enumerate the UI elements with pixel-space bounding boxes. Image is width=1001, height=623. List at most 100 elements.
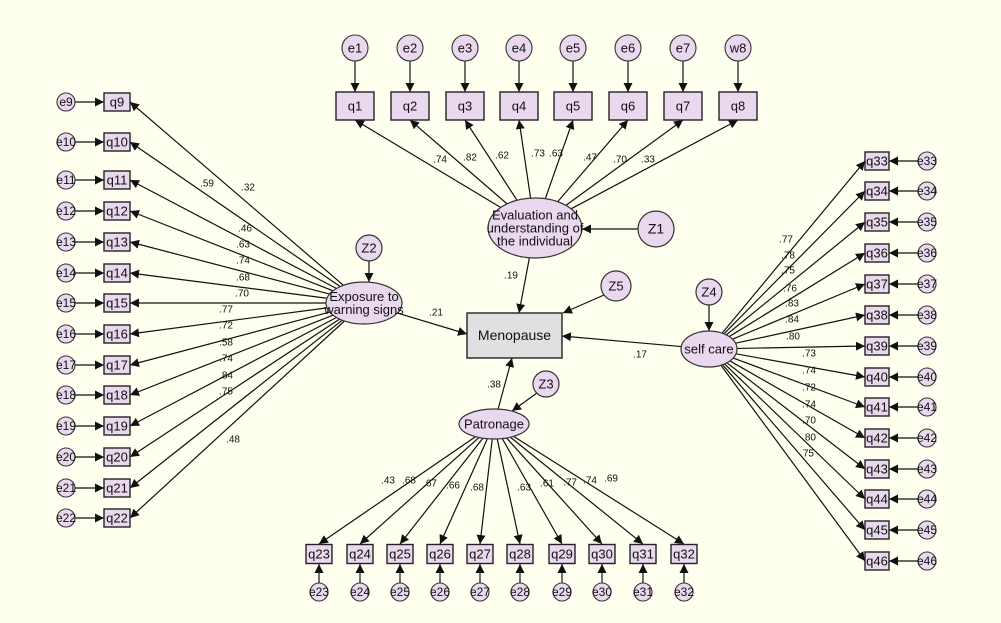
loading-path-q11 [129,179,337,290]
loading-path-q13 [129,239,330,295]
loading-path-q10 [129,141,341,288]
indicator-q36-label: q36 [866,245,888,260]
error-e38 [917,305,937,325]
menopause-label: Menopause [478,327,551,343]
indicator-q5-box [553,91,593,121]
loading-q21: .75 [219,387,233,398]
loading-q29: .61 [540,479,554,490]
indicator-q11-box [103,170,131,190]
loading-q18: .58 [219,338,233,349]
error-e39-label: e39 [917,339,937,353]
indicator-q28-box [506,543,534,565]
error-e38-label: e38 [917,308,937,322]
loading-q24: .68 [402,476,416,487]
loading-q27: .68 [470,483,484,494]
indicator-q36-box [864,243,890,263]
error-e19 [56,416,76,436]
indicator-q38-label: q38 [866,307,888,322]
loading-q1: .74 [433,155,447,166]
error-e27 [470,582,490,602]
error-e12 [56,201,76,221]
error-e44-label: e44 [917,492,937,506]
loading-q16: .77 [219,305,233,316]
indicator-q44-box [864,489,890,509]
indicator-q21-box [103,478,131,498]
loading-q38: .84 [785,315,799,326]
structural-path-patronage [497,357,514,410]
error-e28-label: e28 [510,585,530,599]
disturbance-z1-label: Z1 [648,221,665,237]
indicator-q26-label: q26 [429,546,451,561]
indicator-q3-box [445,91,485,121]
coef-evaluation: .19 [504,271,518,282]
error-e30-label: e30 [592,585,612,599]
indicator-q12-box [103,201,131,221]
loading-q6: .47 [583,153,597,164]
error-e2-label: e2 [403,40,417,55]
loading-path-q31 [510,436,644,545]
latent-patronage-label-1: Patronage [464,416,524,431]
indicator-q24-box [346,543,374,565]
error-e45 [917,520,937,540]
latent-evaluation-label-2: understanding of [487,220,584,235]
indicator-q1-label: q1 [348,98,362,113]
loading-path-q33 [721,160,866,334]
indicator-q46-label: q46 [866,553,888,568]
indicator-q23-box [305,543,333,565]
loading-path-q2 [409,119,508,205]
indicator-q22-box [103,508,131,528]
indicator-q37-label: q37 [866,276,888,291]
loading-q20: .84 [219,371,233,382]
error-e45-label: e45 [917,523,937,537]
error-e41-label: e41 [917,400,937,414]
error-e22 [56,508,76,528]
error-e1-label: e1 [348,40,362,55]
disturbance-z5 [600,270,632,302]
indicator-q44-label: q44 [866,491,888,506]
error-e1 [341,34,369,62]
disturbance-z2-label: Z2 [361,240,376,255]
error-e4 [505,34,533,62]
error-e13 [56,232,76,252]
error-e34-label: e34 [917,184,937,198]
loading-q34: .78 [781,251,795,262]
error-e25-label: e25 [390,585,410,599]
loading-path-q4 [515,119,532,199]
error-w8 [724,34,752,62]
loading-path-q40 [735,353,866,380]
error-e35-label: e35 [917,215,937,229]
error-e20-label: e20 [56,450,76,464]
loading-path-q42 [729,360,866,439]
error-e3 [451,34,479,62]
indicator-q41-box [864,397,890,417]
indicator-q35-box [864,212,890,232]
error-e15-label: e15 [56,296,76,310]
loading-q13: .74 [236,256,250,267]
indicator-q20-box [103,447,131,467]
loading-path-q16 [129,307,328,338]
indicator-q46-box [864,551,890,571]
latent-self-care-label-1: self care [684,341,733,356]
latent-exposure-label-2: warning signs [323,302,404,317]
error-e44 [917,489,937,509]
error-e34 [917,181,937,201]
indicator-q7-label: q7 [676,98,690,113]
indicator-q14-label: q14 [106,265,128,280]
loading-q15: .70 [235,289,249,300]
error-e24 [350,582,370,602]
error-e14 [56,263,76,283]
indicator-q16-box [103,324,131,344]
loading-q42: .72 [802,383,816,394]
error-e30 [592,582,612,602]
loading-q36: .76 [783,284,797,295]
loading-path-q37 [732,283,866,340]
loading-q45: .80 [802,433,816,444]
error-e36-label: e36 [917,246,937,260]
loading-path-q32 [513,435,685,545]
loading-path-q14 [129,269,328,299]
error-e11-label: e11 [56,173,75,187]
disturbance-z3-label: Z3 [538,376,553,391]
loading-q22: .48 [226,435,240,446]
coef-self-care: .17 [633,350,647,361]
disturbance-z2 [355,234,383,262]
